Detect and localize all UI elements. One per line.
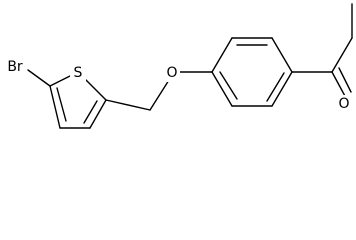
- bond-c2-c3: [89, 99, 107, 129]
- bond-ar4-ar5: [271, 71, 293, 107]
- double-bond-c2-c3: [83, 100, 98, 124]
- bond-c4-c5: [49, 85, 61, 129]
- double-bond-ar6-ar1: [219, 71, 238, 100]
- atom-ether-oxygen: O: [164, 64, 180, 82]
- benzene-ring: [211, 37, 293, 107]
- bond-carbonyl-oxygen-1: [331, 71, 347, 99]
- bond-c2-ch2: [105, 99, 151, 111]
- bromine-label: Br: [7, 59, 23, 75]
- molecule-structure: Br S O O: [3, 3, 353, 129]
- carbonyl-oxygen-label: O: [338, 96, 349, 112]
- bond-ar3-ar4: [271, 37, 293, 73]
- sulfur-label: S: [74, 65, 83, 81]
- double-bond-ar4-ar5: [266, 72, 285, 102]
- ether-oxygen-label: O: [166, 65, 177, 81]
- atom-bromine: Br: [3, 58, 27, 76]
- atom-carbonyl-oxygen: O: [336, 95, 352, 113]
- bond-ar1-ar2: [211, 37, 233, 73]
- bond-c5-br: [27, 69, 51, 87]
- bond-ch2-o: [149, 79, 170, 111]
- bond-carbonyl-oxygen-2: [338, 67, 352, 93]
- double-bond-c4-c5: [56, 87, 67, 122]
- bond-carbonyl-ethyl: [331, 37, 353, 73]
- bond-ar6-ar1: [211, 71, 233, 107]
- atom-sulfur: S: [70, 64, 86, 82]
